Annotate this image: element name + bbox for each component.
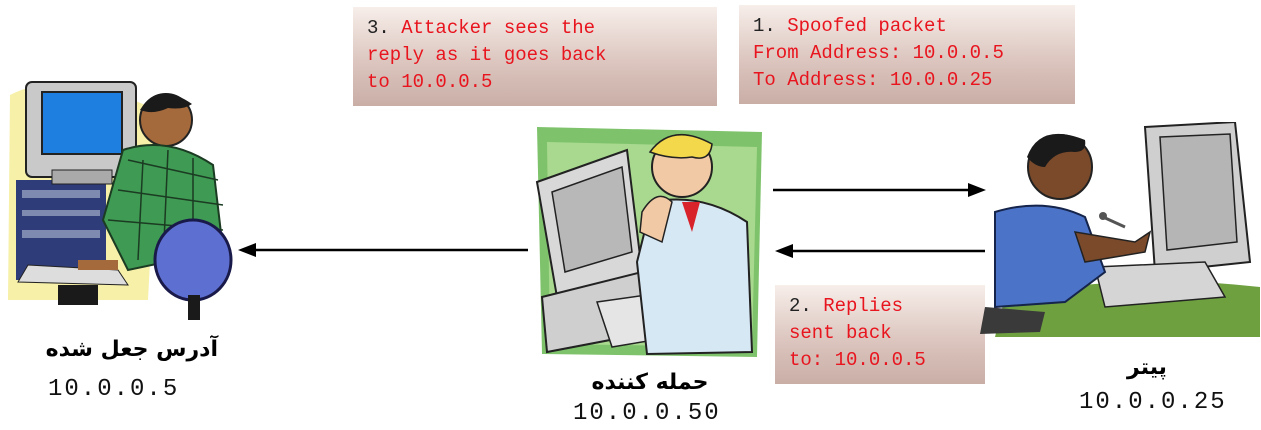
peter-node-ip: 10.0.0.25 (1079, 389, 1227, 416)
callout-line: sent back (789, 322, 892, 344)
callout-line: From Address: 10.0.0.5 (753, 42, 1004, 64)
spoofed-node-ip: 10.0.0.5 (48, 376, 180, 403)
callout-spoofed-packet: 1. Spoofed packet From Address: 10.0.0.5… (739, 5, 1075, 104)
callout-line: to 10.0.0.5 (367, 71, 493, 93)
callout-line: Attacker sees the (401, 17, 596, 39)
attacker-node-ip: 10.0.0.50 (573, 400, 721, 427)
callout-number: 1. (753, 15, 776, 37)
arrow-peter-to-attacker (775, 244, 985, 258)
callout-replies-sent-back: 2. Replies sent back to: 10.0.0.5 (775, 285, 985, 384)
peter-node-title: پیتر (1127, 355, 1167, 380)
callout-number: 2. (789, 295, 812, 317)
callout-line: Replies (823, 295, 904, 317)
callout-number: 3. (367, 17, 390, 39)
callout-line: To Address: 10.0.0.25 (753, 69, 993, 91)
arrow-attacker-to-spoofed (238, 243, 528, 257)
arrow-attacker-to-peter (773, 183, 986, 197)
peter-clipart (975, 122, 1260, 337)
callout-attacker-sees-reply: 3. Attacker sees the reply as it goes ba… (353, 7, 717, 106)
callout-line: Spoofed packet (787, 15, 947, 37)
attacker-clipart (532, 122, 772, 362)
spoofed-node-title: آدرس جعل شده (45, 337, 218, 362)
attacker-node-title: حمله کننده (591, 370, 709, 395)
callout-line: to: 10.0.0.5 (789, 349, 926, 371)
callout-line: reply as it goes back (367, 44, 607, 66)
spoofed-user-clipart (8, 70, 238, 320)
